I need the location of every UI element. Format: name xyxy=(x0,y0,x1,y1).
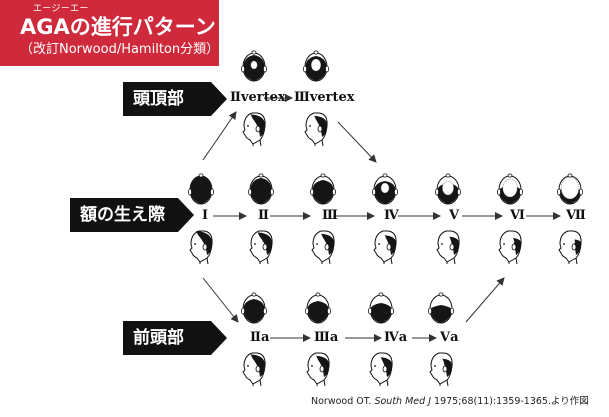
head-side-view-icon xyxy=(557,228,583,264)
stage-2: Ⅱ xyxy=(258,208,269,223)
title-ruby: エージーエー xyxy=(33,4,89,14)
stage-5a: Ⅴa xyxy=(440,330,459,345)
head-top-view-icon xyxy=(248,171,274,207)
head-top-view-icon xyxy=(188,171,214,207)
citation-journal: South Med J xyxy=(374,396,431,407)
head-side-view-icon xyxy=(372,228,398,264)
stage-2a: Ⅱa xyxy=(250,330,270,345)
label-hairline: 額の生え際 xyxy=(70,198,194,232)
stage-vertex-2: Ⅱvertex xyxy=(230,90,286,105)
stage-4a: Ⅳa xyxy=(384,330,408,345)
arrow-diag-up xyxy=(202,111,237,161)
head-top-view-icon xyxy=(368,290,394,326)
stage-5: Ⅴ xyxy=(449,208,460,223)
page-subtitle: （改訂Norwood/Hamilton分類） xyxy=(20,42,220,57)
head-top-view-icon xyxy=(241,290,267,326)
head-top-view-icon xyxy=(310,171,336,207)
head-side-view-icon xyxy=(188,228,214,264)
stage-3: Ⅲ xyxy=(322,208,338,223)
head-top-view-icon xyxy=(435,171,461,207)
arrow-diag-merge xyxy=(465,277,505,323)
head-top-view-icon xyxy=(372,171,398,207)
label-vertex: 頭頂部 xyxy=(123,82,227,116)
head-side-view-icon xyxy=(241,350,267,386)
citation: Norwood OT. South Med J 1975;68(11):1359… xyxy=(311,396,589,408)
head-top-view-icon xyxy=(303,48,329,84)
stage-6: Ⅵ xyxy=(510,208,525,223)
head-side-view-icon xyxy=(497,228,523,264)
arrow-diag-frontal xyxy=(202,277,239,323)
head-side-view-icon xyxy=(435,228,461,264)
head-side-view-icon xyxy=(368,350,394,386)
page-title: AGAの進行パターン xyxy=(20,15,216,39)
label-frontal: 前頭部 xyxy=(123,321,227,355)
stage-4: Ⅳ xyxy=(384,208,399,223)
head-side-view-icon xyxy=(428,350,454,386)
head-top-view-icon xyxy=(557,171,583,207)
title-box: エージーエー AGAの進行パターン （改訂Norwood/Hamilton分類） xyxy=(0,0,219,66)
head-top-view-icon xyxy=(497,171,523,207)
head-side-view-icon xyxy=(248,228,274,264)
stage-1: Ⅰ xyxy=(202,208,209,223)
head-side-view-icon xyxy=(241,110,267,146)
head-top-view-icon xyxy=(428,290,454,326)
arrow-diag-down xyxy=(337,121,377,163)
citation-rest: 1975;68(11):1359-1365.より作図 xyxy=(431,396,589,407)
stage-vertex-3: Ⅲvertex xyxy=(294,90,355,105)
head-top-view-icon xyxy=(305,290,331,326)
head-side-view-icon xyxy=(310,228,336,264)
stage-7: Ⅶ xyxy=(566,208,586,223)
stage-3a: Ⅲa xyxy=(314,330,339,345)
citation-author: Norwood OT. xyxy=(311,396,375,407)
head-top-view-icon xyxy=(241,48,267,84)
head-side-view-icon xyxy=(303,110,329,146)
head-side-view-icon xyxy=(305,350,331,386)
